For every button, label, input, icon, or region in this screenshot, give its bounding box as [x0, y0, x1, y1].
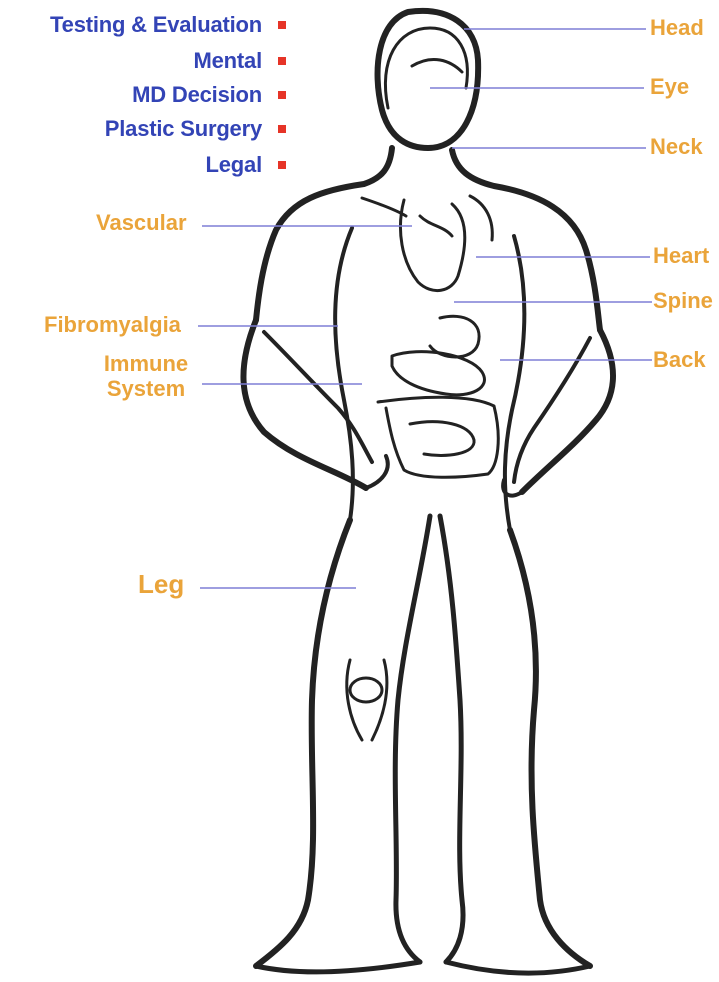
label-spine[interactable]: Spine: [653, 289, 713, 314]
bullet-icon: [278, 57, 286, 65]
menu-item-label: Testing & Evaluation: [50, 14, 262, 36]
label-head[interactable]: Head: [650, 16, 704, 41]
right-leg-outline: [440, 516, 590, 973]
label-fibromyalgia[interactable]: Fibromyalgia: [44, 313, 181, 338]
label-heart[interactable]: Heart: [653, 244, 709, 269]
label-eye[interactable]: Eye: [650, 75, 689, 100]
menu-item-mental[interactable]: Mental: [194, 44, 262, 78]
left-arm-outline: [243, 320, 387, 488]
label-vascular[interactable]: Vascular: [96, 211, 187, 236]
right-arm-outline: [503, 330, 613, 496]
menu-item-label: Plastic Surgery: [105, 118, 262, 140]
left-leg-outline: [256, 516, 430, 972]
menu-item-md-decision[interactable]: MD Decision: [132, 78, 262, 112]
menu-item-label: Legal: [206, 154, 262, 176]
organs-outline: [362, 196, 498, 477]
menu-item-legal[interactable]: Legal: [206, 148, 262, 182]
label-leg[interactable]: Leg: [138, 570, 184, 599]
label-immune-line2: System: [100, 377, 192, 402]
menu-item-label: MD Decision: [132, 84, 262, 106]
bullet-icon: [278, 91, 286, 99]
label-immune-line1: Immune: [100, 352, 192, 377]
bullet-icon: [278, 161, 286, 169]
body-outline: [243, 11, 613, 973]
bullet-icon: [278, 21, 286, 29]
label-neck[interactable]: Neck: [650, 135, 703, 160]
menu-item-label: Mental: [194, 50, 262, 72]
label-immune-system[interactable]: Immune System: [100, 352, 192, 401]
label-back[interactable]: Back: [653, 348, 706, 373]
leader-lines: [198, 29, 652, 588]
head-outline: [378, 11, 479, 148]
bullet-icon: [278, 125, 286, 133]
menu-item-plastic-surgery[interactable]: Plastic Surgery: [105, 112, 262, 146]
menu-item-testing-evaluation[interactable]: Testing & Evaluation: [50, 8, 262, 42]
